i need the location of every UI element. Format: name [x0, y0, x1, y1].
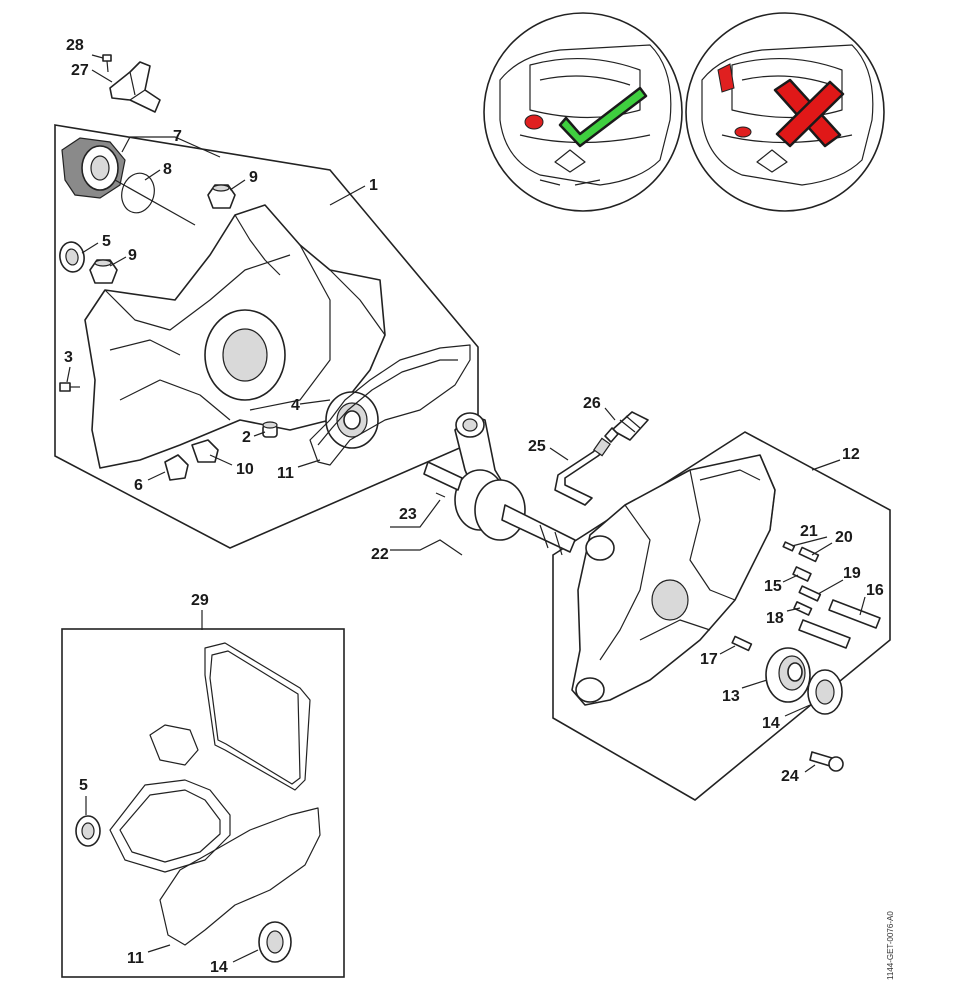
gasket-set-large-gasket	[204, 642, 311, 791]
callout-11-lower: 11	[127, 950, 144, 967]
seal-marker-incorrect	[734, 126, 752, 138]
callout-27: 27	[71, 62, 89, 79]
group-frame-gasket-set	[61, 628, 345, 978]
part-9-cap-upper	[207, 184, 236, 209]
callout-4: 4	[291, 397, 300, 414]
callout-14-right: 14	[762, 715, 780, 732]
part-15-stud	[792, 566, 812, 582]
callout-13: 13	[722, 688, 740, 705]
group-frame-crankcase-right	[552, 431, 891, 801]
gasket-set-small-gasket	[149, 724, 199, 766]
callout-25: 25	[528, 438, 546, 455]
part-8-o-ring	[121, 172, 155, 214]
callout-26: 26	[583, 395, 601, 412]
callout-2: 2	[242, 429, 251, 446]
part-12-crankcase-housing	[571, 454, 776, 706]
part-21-pin	[782, 541, 796, 552]
seal-marker-incorrect-lip	[717, 63, 735, 93]
callout-18: 18	[766, 610, 784, 627]
part-13-bearing	[765, 647, 811, 703]
callout-20: 20	[835, 529, 853, 546]
gasket-set-seal-14	[258, 921, 292, 963]
callout-11-upper: 11	[277, 465, 294, 482]
callout-16: 16	[866, 582, 884, 599]
callout-17: 17	[700, 651, 718, 668]
part-16-stud	[798, 599, 881, 649]
gasket-set-case-gasket	[159, 807, 321, 946]
part-22-crankshaft	[423, 412, 576, 556]
part-14-seal-right	[807, 669, 843, 715]
part-28-screw	[102, 54, 112, 73]
callout-7: 7	[173, 128, 182, 145]
callout-28: 28	[66, 37, 84, 54]
part-19-stud	[798, 585, 822, 602]
part-7-oil-pump	[61, 137, 196, 226]
part-10-clip	[191, 439, 219, 463]
part-26-valve	[604, 411, 649, 443]
detail-incorrect-seal-position	[685, 12, 885, 212]
callout-22: 22	[371, 546, 389, 563]
part-11-gasket-left	[309, 344, 471, 466]
callout-14-lower: 14	[210, 959, 228, 976]
part-25-tube	[554, 437, 611, 506]
part-9-cap-lower	[89, 259, 118, 284]
callout-12: 12	[842, 446, 860, 463]
leader-lines	[66, 54, 866, 963]
callout-23: 23	[399, 506, 417, 523]
part-5-seal	[59, 241, 85, 273]
callout-9-lower: 9	[128, 247, 137, 264]
part-18-stud	[793, 601, 813, 616]
callout-19: 19	[843, 565, 861, 582]
part-2-dowel	[262, 421, 278, 438]
part-27-bracket	[109, 61, 161, 113]
part-23-pin	[435, 492, 446, 498]
red-cross-icon	[773, 78, 845, 148]
callout-5-upper: 5	[102, 233, 111, 250]
green-check-icon	[558, 86, 648, 148]
part-24-screw	[809, 751, 844, 772]
callout-1: 1	[369, 177, 378, 194]
part-6-grommet	[164, 454, 189, 481]
reference-code: 1144-GET-0076-A0	[886, 911, 895, 980]
part-20-stud	[798, 546, 820, 563]
callout-8: 8	[163, 161, 172, 178]
gasket-set-cylinder-gasket	[109, 779, 231, 873]
callout-24: 24	[781, 768, 799, 785]
detail-correct-seal-position	[483, 12, 683, 212]
callout-21: 21	[800, 523, 818, 540]
callout-9-upper: 9	[249, 169, 258, 186]
callout-29: 29	[191, 592, 209, 609]
callout-labels: 28 27 7 8 9 1 5 9 3 4 2 10 11 6 23 22 25…	[64, 37, 884, 976]
seal-marker-correct	[524, 114, 544, 130]
callout-15: 15	[764, 578, 782, 595]
callout-3: 3	[64, 349, 73, 366]
callout-10: 10	[236, 461, 254, 478]
part-3-screw	[59, 382, 80, 392]
part-17-stud	[731, 635, 753, 652]
part-4-bearing	[325, 391, 379, 449]
gasket-set-seal-5	[75, 815, 101, 847]
callout-5-lower: 5	[79, 777, 88, 794]
callout-6: 6	[134, 477, 143, 494]
